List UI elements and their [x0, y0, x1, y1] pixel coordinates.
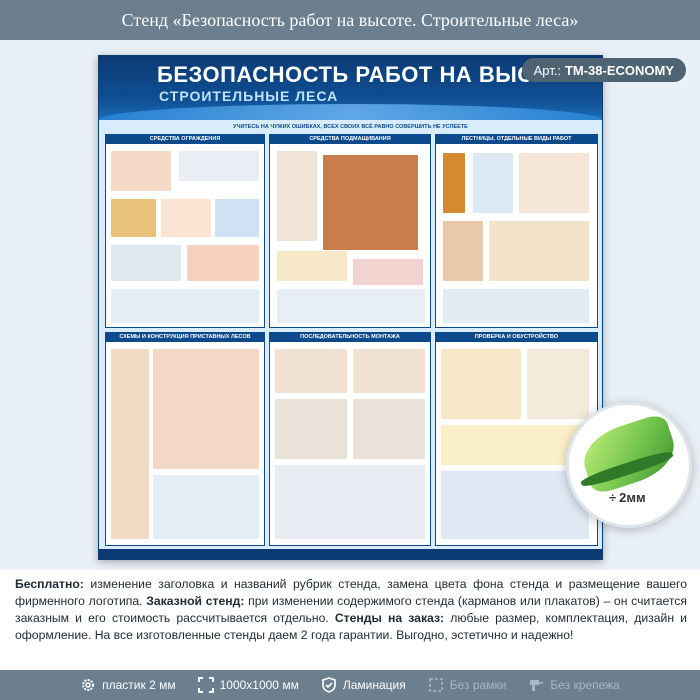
order-text: любые размер, комплектация, дизайн и офо… — [15, 611, 687, 642]
feature-lamination: Ламинация — [321, 677, 406, 693]
section-title: СРЕДСТВА ОГРАЖДЕНИЯ — [106, 135, 264, 144]
feature-label: Без рамки — [449, 678, 507, 692]
section-panel-scaffolding-means: СРЕДСТВА ПОДМАЩИВАНИЯ — [269, 134, 431, 328]
board-subtitle: СТРОИТЕЛЬНЫЕ ЛЕСА — [159, 88, 339, 104]
section-panel-scaffold-schemes: СХЕМЫ И КОНСТРУКЦИЯ ПРИСТАВНЫХ ЛЕСОВ — [105, 332, 265, 546]
product-stage: БЕЗОПАСНОСТЬ РАБОТ НА ВЫСОТЕ СТРОИТЕЛЬНЫ… — [0, 40, 700, 570]
board-footer-strip — [99, 549, 602, 559]
feature-frame: Без рамки — [428, 677, 507, 693]
board-header: БЕЗОПАСНОСТЬ РАБОТ НА ВЫСОТЕ СТРОИТЕЛЬНЫ… — [99, 56, 602, 120]
product-description: Бесплатно: изменение заголовка и названи… — [15, 576, 687, 644]
feature-size: 1000x1000 мм — [197, 677, 299, 693]
section-title: СХЕМЫ И КОНСТРУКЦИЯ ПРИСТАВНЫХ ЛЕСОВ — [106, 333, 264, 342]
thickness-arrows-icon: ÷ — [609, 490, 617, 505]
section-title: ЛЕСТНИЦЫ, ОТДЕЛЬНЫЕ ВИДЫ РАБОТ — [436, 135, 597, 144]
article-code: ТМ-38-ECONOMY — [564, 62, 674, 78]
article-prefix: Арт.: — [533, 62, 561, 78]
gear-icon — [80, 677, 96, 693]
free-label: Бесплатно: — [15, 577, 84, 591]
board-title: БЕЗОПАСНОСТЬ РАБОТ НА ВЫСОТЕ — [157, 62, 580, 87]
custom-label: Заказной стенд: — [146, 594, 245, 608]
board-motto: УЧИТЕСЬ НА ЧУЖИХ ОШИБКАХ, ВСЕХ СВОИХ ВСЁ… — [233, 124, 468, 130]
section-title: ПОСЛЕДОВАТЕЛЬНОСТЬ МОНТАЖА — [270, 333, 430, 342]
drill-icon — [528, 677, 544, 693]
page-title: Стенд «Безопасность работ на высоте. Стр… — [121, 9, 579, 30]
section-title: СРЕДСТВА ПОДМАЩИВАНИЯ — [270, 135, 430, 144]
section-panel-assembly-sequence: ПОСЛЕДОВАТЕЛЬНОСТЬ МОНТАЖА — [269, 332, 431, 546]
material-sample-disc: ÷2мм — [566, 402, 692, 528]
expand-icon — [197, 677, 214, 693]
feature-label: пластик 2 мм — [102, 678, 176, 692]
stand-board-image: БЕЗОПАСНОСТЬ РАБОТ НА ВЫСОТЕ СТРОИТЕЛЬНЫ… — [98, 55, 603, 560]
frame-icon — [428, 677, 444, 693]
feature-label: Ламинация — [342, 678, 406, 692]
section-title: ПРОВЕРКА И ОБУСТРОЙСТВО — [436, 333, 597, 342]
section-panel-ladders: ЛЕСТНИЦЫ, ОТДЕЛЬНЫЕ ВИДЫ РАБОТ — [435, 134, 598, 328]
order-label: Стенды на заказ: — [334, 611, 445, 625]
feature-label: Без крепежа — [550, 678, 620, 692]
thickness-label: ÷2мм — [609, 490, 646, 505]
board-body: УЧИТЕСЬ НА ЧУЖИХ ОШИБКАХ, ВСЕХ СВОИХ ВСЁ… — [99, 120, 602, 559]
feature-label: 1000x1000 мм — [219, 678, 299, 692]
feature-material: пластик 2 мм — [80, 677, 176, 693]
shield-check-icon — [321, 677, 337, 693]
custom-text: при изменении содержимого стенда (карман… — [15, 594, 687, 625]
feature-mount: Без крепежа — [528, 677, 620, 693]
features-bar: пластик 2 мм 1000x1000 мм Ламинация Без … — [0, 670, 700, 700]
section-panel-fencing: СРЕДСТВА ОГРАЖДЕНИЯ — [105, 134, 265, 328]
page-title-bar: Стенд «Безопасность работ на высоте. Стр… — [0, 0, 700, 40]
article-badge: Арт.: ТМ-38-ECONOMY — [521, 58, 686, 82]
section-panel-inspection: ПРОВЕРКА И ОБУСТРОЙСТВО — [435, 332, 598, 546]
free-text: изменение заголовка и названий рубрик ст… — [15, 577, 687, 608]
